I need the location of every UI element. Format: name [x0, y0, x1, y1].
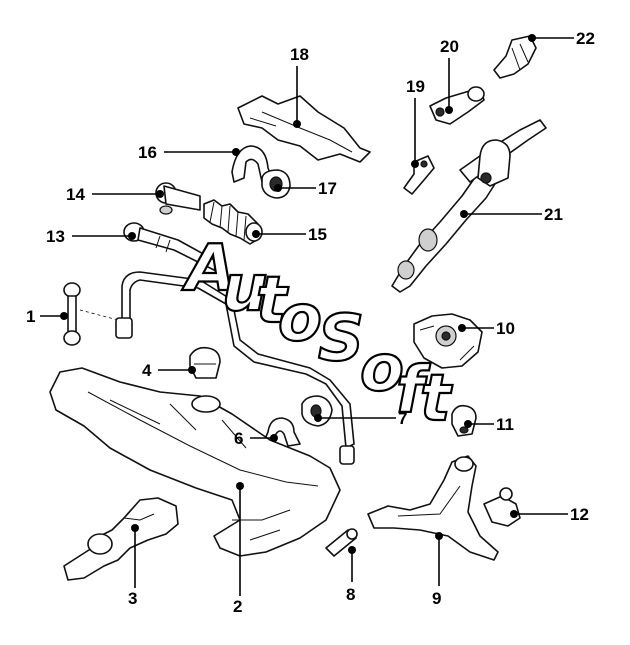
callout-17-number: 17 — [318, 179, 337, 198]
callout-7: 7 — [314, 409, 407, 428]
callout-17: 17 — [274, 179, 337, 198]
callout-18-dot — [293, 120, 301, 128]
callout-2-dot — [236, 482, 244, 490]
callout-12: 12 — [510, 505, 589, 524]
callout-21-dot — [460, 210, 468, 218]
callout-19-number: 19 — [406, 77, 425, 96]
callout-10-number: 10 — [496, 319, 515, 338]
callout-1: 1 — [26, 307, 68, 326]
callout-20-number: 20 — [440, 37, 459, 56]
callout-12-dot — [510, 510, 518, 518]
callout-14-number: 14 — [66, 185, 85, 204]
callout-19: 19 — [406, 77, 425, 168]
callout-13: 13 — [46, 227, 136, 246]
callout-19-dot — [411, 160, 419, 168]
callout-6-dot — [270, 434, 278, 442]
watermark-letter-o: o — [278, 282, 322, 356]
callout-22-dot — [528, 34, 536, 42]
part-3-engine-mount — [63, 497, 179, 581]
callout-15-number: 15 — [308, 225, 327, 244]
part-16-clamp — [231, 145, 273, 183]
stabilizer-bar — [115, 271, 355, 465]
watermark-letter-s: S — [318, 302, 364, 376]
callout-3-dot — [131, 524, 139, 532]
callout-15-dot — [252, 230, 260, 238]
callout-20: 20 — [440, 37, 459, 114]
part-14-tie-rod-end — [155, 182, 201, 215]
part-21-steering-column — [391, 119, 547, 293]
callout-14: 14 — [66, 185, 164, 204]
callout-13-dot — [128, 232, 136, 240]
callout-10-dot — [458, 324, 466, 332]
callout-10: 10 — [458, 319, 515, 338]
part-12-ball-joint — [483, 487, 521, 527]
part-11-bushing — [451, 404, 477, 437]
watermark-letter-o2: o — [360, 332, 404, 406]
watermark-letter-u: u — [222, 252, 268, 326]
callout-16-number: 16 — [138, 143, 157, 162]
callout-1-dot — [60, 312, 68, 320]
callout-16: 16 — [138, 143, 240, 162]
callout-20-dot — [445, 106, 453, 114]
callout-4-number: 4 — [142, 361, 152, 380]
callout-22: 22 — [528, 29, 595, 48]
callout-4-dot — [188, 366, 196, 374]
callout-11-number: 11 — [496, 415, 514, 434]
callout-21: 21 — [460, 205, 563, 224]
autosoft-watermark: A u t o S o f t — [180, 231, 454, 437]
callout-12-number: 12 — [570, 505, 589, 524]
callout-9-dot — [435, 532, 443, 540]
callout-16-dot — [232, 148, 240, 156]
callout-9-number: 9 — [432, 589, 441, 608]
callout-14-dot — [156, 190, 164, 198]
callout-7-dot — [314, 414, 322, 422]
callout-18: 18 — [290, 45, 309, 128]
part-10-valve — [413, 313, 483, 369]
callout-2: 2 — [233, 482, 244, 616]
part-8-sleeve — [325, 528, 358, 557]
part-18-bracket — [237, 95, 371, 163]
callout-22-number: 22 — [576, 29, 595, 48]
callout-2-number: 2 — [233, 597, 242, 616]
callout-8-number: 8 — [346, 585, 355, 604]
part-1-stabilizer-link — [63, 282, 119, 346]
callout-6-number: 6 — [234, 429, 243, 448]
callout-17-dot — [274, 184, 282, 192]
callout-8: 8 — [346, 546, 356, 604]
part-4-mount-bushing — [189, 346, 221, 379]
part-19-lever — [403, 155, 435, 195]
callout-7-number: 7 — [398, 409, 407, 428]
callout-21-number: 21 — [544, 205, 563, 224]
callout-1-number: 1 — [26, 307, 35, 326]
callout-11: 11 — [464, 415, 514, 434]
callout-13-number: 13 — [46, 227, 65, 246]
callout-3: 3 — [128, 524, 139, 608]
part-17-bushing — [261, 169, 291, 199]
part-22-lock — [493, 35, 537, 79]
part-2-subframe — [49, 367, 341, 557]
part-20-switch — [429, 86, 485, 125]
watermark-letter-t: t — [256, 264, 289, 338]
callout-11-dot — [464, 420, 472, 428]
watermark-letter-a: A — [181, 232, 236, 306]
callout-15: 15 — [252, 225, 327, 244]
callout-6: 6 — [234, 429, 278, 448]
callout-4: 4 — [142, 361, 196, 380]
callout-9: 9 — [432, 532, 443, 608]
callout-3-number: 3 — [128, 589, 137, 608]
callout-8-dot — [348, 546, 356, 554]
callout-18-number: 18 — [290, 45, 309, 64]
watermark-letter-t2: t — [420, 362, 453, 436]
part-9-control-arm — [367, 455, 499, 561]
